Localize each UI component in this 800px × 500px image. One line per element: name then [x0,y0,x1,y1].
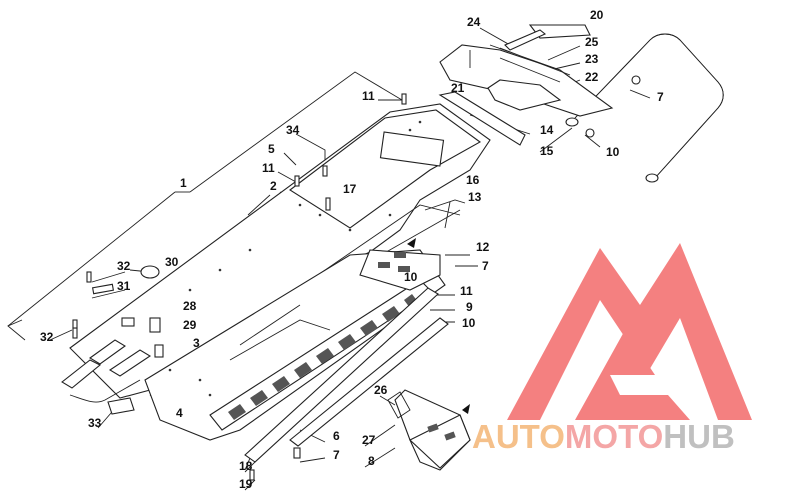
callout-c27: 27 [362,433,376,447]
callout-c24: 24 [467,15,481,29]
watermark-logo [507,243,752,420]
callout-c13: 13 [468,190,482,204]
callout-c32b: 32 [40,330,54,344]
rivet-dots [168,120,422,397]
callout-c29: 29 [183,318,197,332]
callout-c16: 16 [466,173,480,187]
watermark-wordmark: AUTOMOTOHUB [472,418,735,455]
callout-c25: 25 [585,35,599,49]
callout-c7a: 7 [657,90,664,104]
side-rail-assembly [244,287,449,471]
callout-c11c: 11 [460,284,473,298]
tunnel-assembly [69,103,491,441]
callout-c20: 20 [590,8,604,22]
callout-c6: 6 [333,429,340,443]
callout-c34: 34 [286,123,300,137]
callout-c8: 8 [368,454,375,468]
callout-c14: 14 [540,123,554,137]
callout-c32a: 32 [117,259,131,273]
callout-c9: 9 [466,300,473,314]
callout-c1: 1 [180,176,187,190]
callout-c10a: 10 [606,145,620,159]
logo-inner-triangle [575,330,690,420]
rear-bracket [387,389,471,471]
callout-c22: 22 [585,70,599,84]
callout-c3: 3 [193,336,200,350]
callout-c7c: 7 [333,448,340,462]
callout-c30: 30 [165,255,179,269]
svg-text:AUTOMOTOHUB: AUTOMOTOHUB [472,418,735,455]
callout-c21: 21 [451,81,465,95]
wiring-components [61,265,164,415]
callout-c2: 2 [270,179,277,193]
callout-c23: 23 [585,52,599,66]
callout-c10b: 10 [404,270,418,284]
callout-c12: 12 [476,240,490,254]
callout-c7b: 7 [482,259,489,273]
callout-c18: 18 [239,459,253,473]
callout-c4: 4 [176,406,183,420]
watermark-word-moto: MOTO [565,418,663,455]
direction-arrow-icon [407,238,416,248]
callout-c19: 19 [239,477,253,491]
callout-c17: 17 [343,182,357,196]
callout-c33: 33 [88,416,102,430]
callout-c11a: 11 [362,89,375,103]
callout-c15: 15 [540,144,554,158]
callout-c11b: 11 [262,161,275,175]
callout-c31: 31 [117,279,131,293]
callout-c5: 5 [268,142,275,156]
rear-cover-assembly [438,24,614,146]
rear-bumper [565,33,724,183]
watermark-word-hub: HUB [663,418,735,455]
callout-c26: 26 [374,383,388,397]
fasteners [72,93,407,481]
callout-c28: 28 [183,299,197,313]
mountain-triangle-logo-icon [507,243,752,420]
callout-c10c: 10 [462,316,476,330]
lattice-cutouts [228,294,418,420]
watermark-word-auto: AUTO [472,418,565,455]
